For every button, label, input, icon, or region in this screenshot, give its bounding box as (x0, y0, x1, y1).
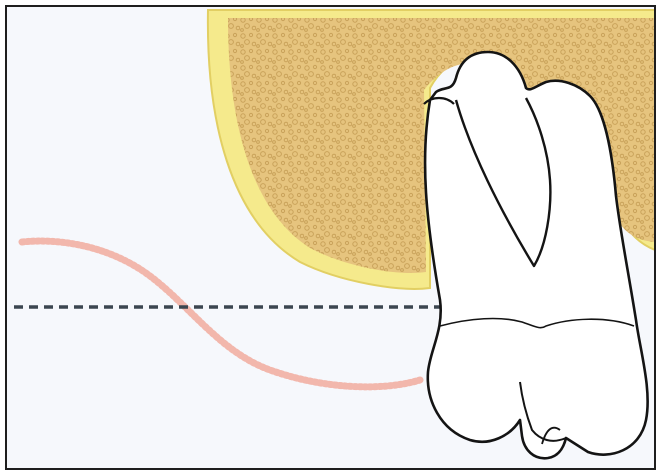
illustration-canvas (0, 0, 661, 475)
dental-illustration (0, 0, 661, 475)
